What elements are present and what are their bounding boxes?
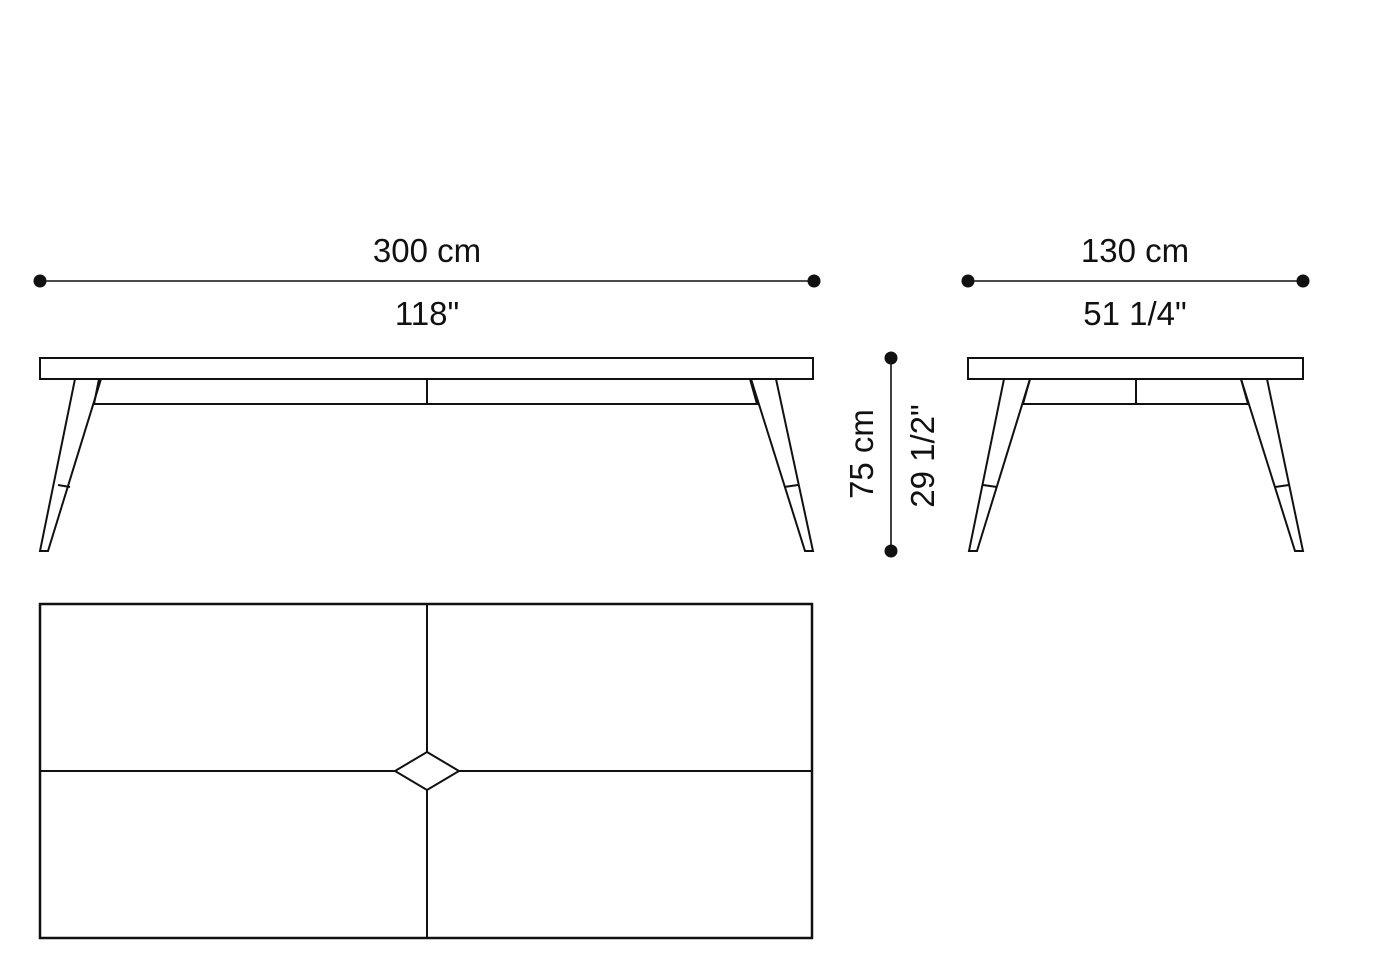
width-dimension: 300 cm 118"	[33, 232, 821, 332]
depth-imperial-label: 51 1/4"	[1083, 295, 1186, 332]
dimension-endpoint-dot	[1296, 274, 1310, 288]
leg-ferrule-line	[57, 484, 71, 488]
diamond-inlay	[393, 750, 461, 792]
depth-metric-label: 130 cm	[1081, 232, 1189, 269]
front-right-leg	[749, 378, 815, 552]
depth-dimension: 130 cm 51 1/4"	[961, 232, 1310, 332]
plan-view	[38, 602, 814, 940]
side-tabletop	[967, 357, 1304, 380]
side-right-leg	[1239, 378, 1305, 552]
side-elevation-view	[967, 357, 1305, 552]
dimension-endpoint-dot	[33, 274, 47, 288]
front-elevation-view	[38, 357, 815, 552]
height-metric-label: 75 cm	[843, 409, 880, 499]
side-left-leg	[967, 378, 1032, 552]
dimension-endpoint-dot	[961, 274, 975, 288]
height-dimension: 75 cm 29 1/2"	[843, 351, 941, 558]
front-left-leg	[38, 378, 103, 552]
dimension-endpoint-dot	[807, 274, 821, 288]
dimension-endpoint-dot	[884, 351, 898, 365]
dimension-endpoint-dot	[884, 544, 898, 558]
width-metric-label: 300 cm	[373, 232, 481, 269]
front-apron	[92, 378, 759, 405]
width-imperial-label: 118"	[395, 295, 459, 332]
height-imperial-label: 29 1/2"	[904, 404, 941, 507]
front-tabletop	[39, 357, 814, 380]
leg-ferrule-line	[1274, 484, 1290, 488]
leg-ferrule-line	[783, 484, 799, 488]
leg-ferrule-line	[982, 484, 998, 488]
